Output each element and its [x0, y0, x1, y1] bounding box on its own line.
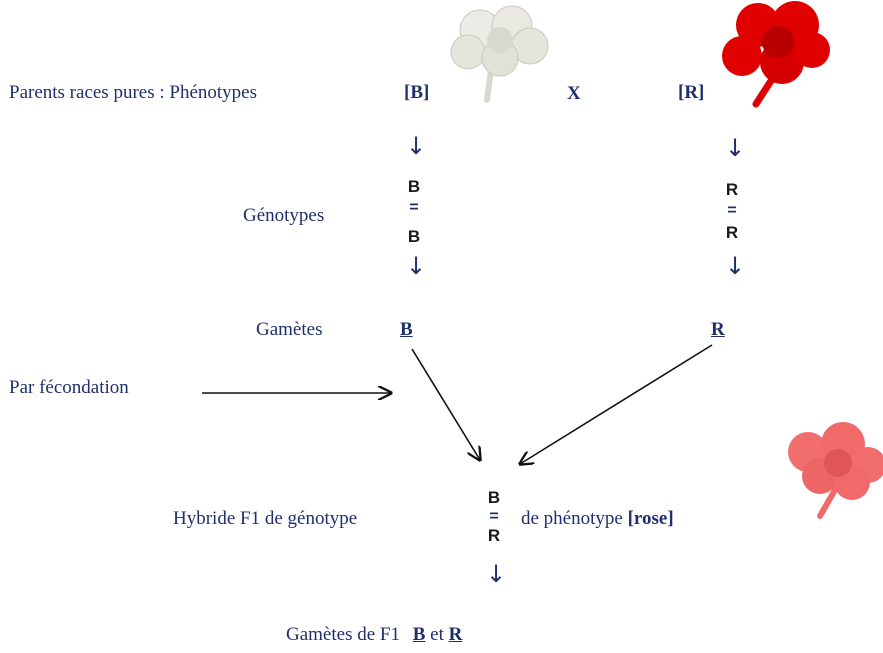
gamete-b-arrow	[412, 349, 480, 460]
pink-flower-icon	[788, 422, 883, 516]
genotype-right-top: R	[722, 181, 742, 198]
hybrid-genotype-top: B	[484, 489, 504, 506]
hybrid-phenotype-label: de phénotype [rose]	[521, 509, 674, 528]
gametes-label: Gamètes	[256, 320, 322, 339]
gamete-left: B	[400, 320, 413, 339]
down-arrow-icon: ↓	[406, 134, 426, 158]
down-arrow-icon: ↓	[406, 254, 426, 278]
cross-symbol: X	[567, 84, 581, 103]
f1-gametes-row: Gamètes de F1 B et R	[286, 625, 462, 644]
f1-gamete-a: B	[413, 624, 426, 645]
parents-label: Parents races pures : Phénotypes	[9, 83, 257, 102]
genotype-left-top: B	[404, 178, 424, 195]
genotype-left-bottom: B	[404, 228, 424, 245]
hybrid-phenotype: [rose]	[628, 508, 674, 529]
phenotype-red: [R]	[678, 83, 704, 102]
hybrid-phenotype-prefix: de phénotype	[521, 508, 623, 529]
f1-gametes-label: Gamètes de F1	[286, 624, 400, 645]
down-arrow-icon: ↓	[486, 562, 506, 586]
fecondation-label: Par fécondation	[9, 378, 129, 397]
hybrid-genotype-bottom: R	[484, 527, 504, 544]
down-arrow-icon: ↓	[725, 254, 745, 278]
gamete-r-arrow	[520, 345, 712, 464]
white-flower-icon	[451, 6, 548, 100]
red-flower-icon	[722, 1, 830, 104]
hybrid-label: Hybride F1 de génotype	[173, 509, 357, 528]
genotype-right-bottom: R	[722, 224, 742, 241]
genotypes-label: Génotypes	[243, 206, 324, 225]
f1-gamete-joiner: et	[430, 624, 444, 645]
hybrid-genotype-sep: =	[484, 509, 504, 525]
phenotype-white: [B]	[404, 83, 429, 102]
gamete-right: R	[711, 320, 725, 339]
f1-gamete-b: R	[449, 624, 463, 645]
genotype-right-sep: =	[722, 203, 742, 219]
genotype-left-sep: =	[404, 200, 424, 216]
down-arrow-icon: ↓	[725, 136, 745, 160]
